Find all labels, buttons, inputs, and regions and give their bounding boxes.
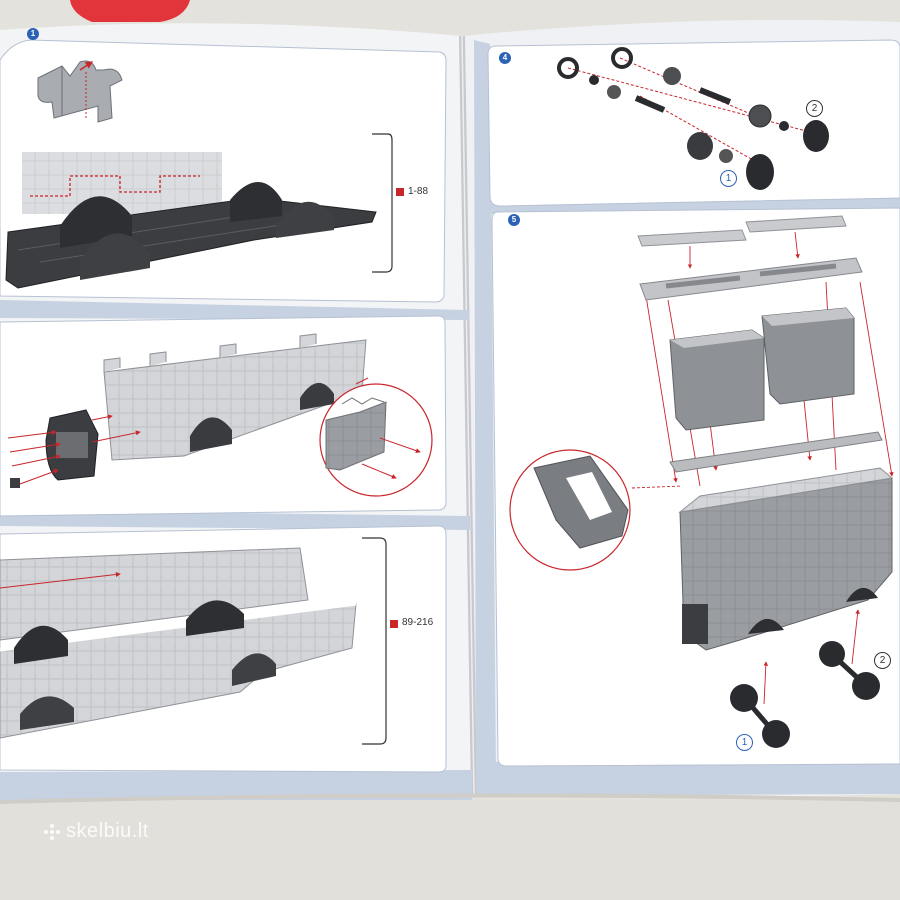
- back-wall: [0, 547, 309, 641]
- step4-illustration: [557, 47, 829, 190]
- cover-lid: [637, 229, 747, 247]
- wheel-hub: [748, 104, 772, 128]
- wheel-callout-step4-1: 1: [720, 170, 737, 187]
- corner-piece: [37, 60, 123, 123]
- washer: [557, 57, 579, 79]
- wheel-hub: [663, 67, 681, 85]
- step5-illustration: [509, 215, 894, 748]
- step2-illustration: [7, 333, 433, 497]
- tray-frame: [669, 431, 883, 473]
- puzzle-piece-icon-2: [390, 620, 398, 628]
- table-edge: [0, 800, 900, 900]
- puzzle-strip: [22, 152, 222, 214]
- panel-step4: [487, 39, 900, 207]
- step-number-1: 1: [27, 28, 39, 40]
- washer: [611, 47, 633, 69]
- step-number-4: 4: [499, 52, 511, 64]
- wheel-callout-step5-2: 2: [874, 652, 891, 669]
- step-number-5: 5: [508, 214, 520, 226]
- tyre: [746, 154, 774, 190]
- wall-segment: [103, 339, 367, 461]
- wheel-callout-step5-1: 1: [736, 734, 753, 751]
- watermark-logo-icon: [44, 824, 60, 840]
- piece-range-1: 1-88: [408, 186, 429, 197]
- step3-illustration: [0, 537, 398, 745]
- tyre: [687, 132, 713, 160]
- tyre: [803, 120, 829, 152]
- step1-illustration: [5, 60, 404, 289]
- watermark-text: skelbiu.lt: [66, 820, 149, 842]
- piece-range-2: 89-216: [402, 617, 434, 628]
- puzzle-piece-icon: [396, 188, 404, 196]
- cover-lid: [745, 215, 847, 233]
- wheel-callout-step4-2: 2: [806, 100, 823, 117]
- red-object: [70, 0, 190, 22]
